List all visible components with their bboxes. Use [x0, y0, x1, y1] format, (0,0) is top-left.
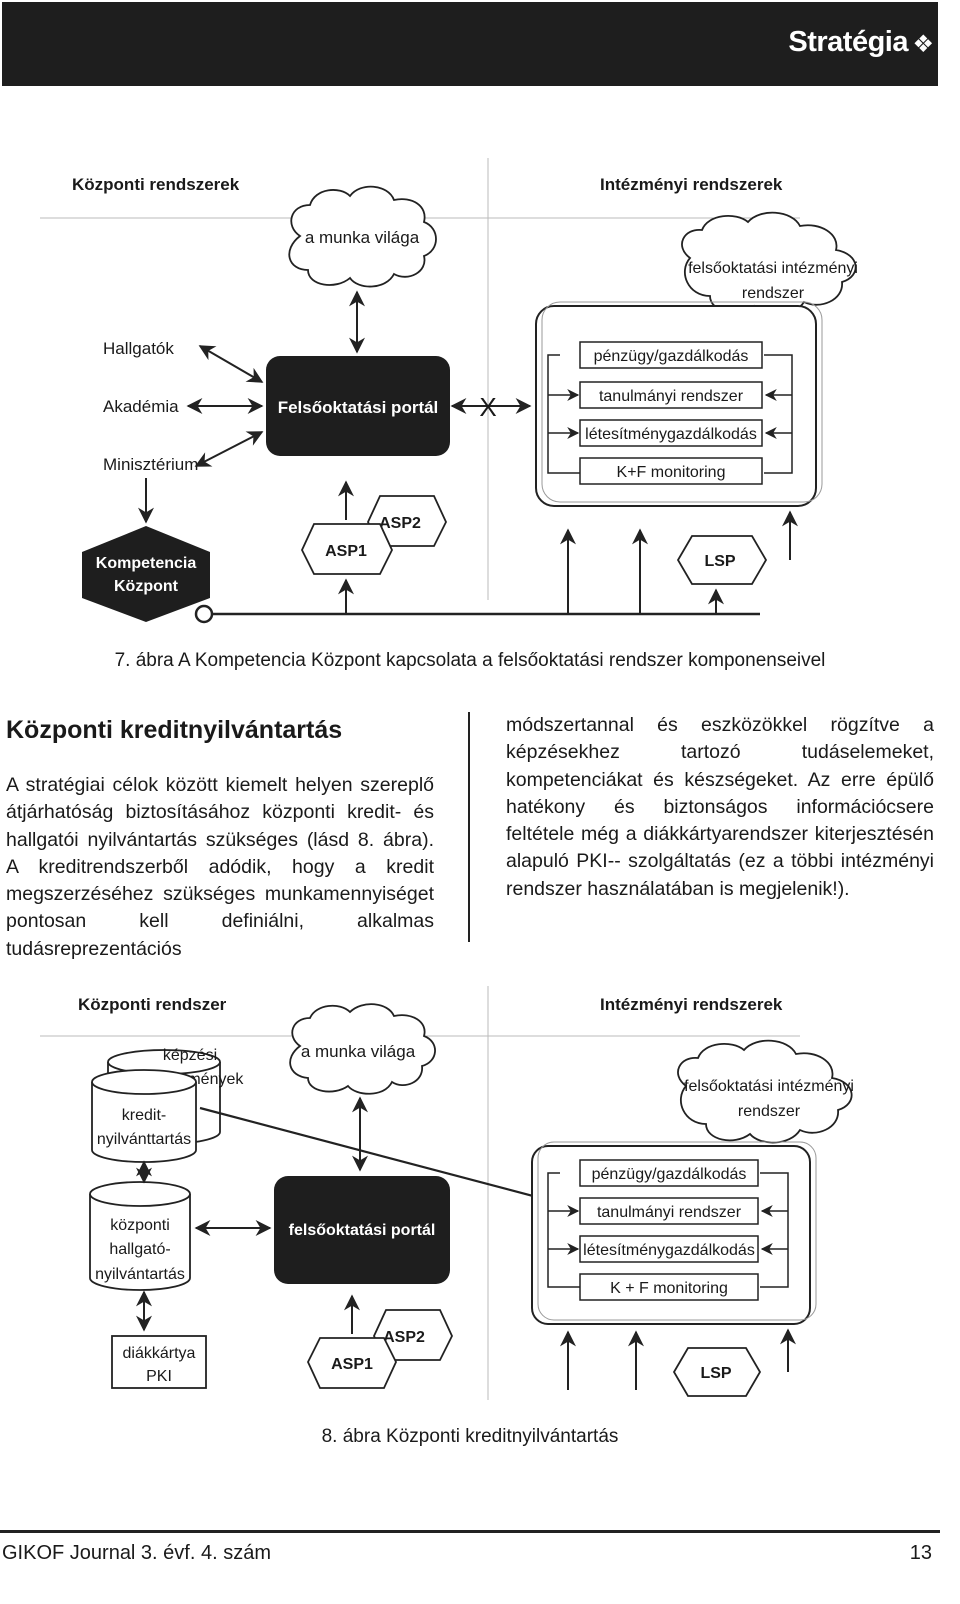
fig7-work-cloud-label: a munka világa	[305, 228, 420, 247]
credit-register-database: kredit- nyilvánttartás	[91, 1069, 197, 1163]
fig8-system-facilities: létesítménygazdálkodás	[583, 1242, 755, 1259]
fig8-system-study: tanulmányi rendszer	[597, 1204, 742, 1221]
db-student-line2: hallgató-	[109, 1241, 170, 1258]
page-header-bar	[2, 2, 938, 86]
fig8-asp1-hexagon	[307, 1337, 397, 1389]
competence-line1: Kompetencia	[96, 555, 197, 572]
label-students: Hallgatók	[103, 339, 174, 358]
student-register-database: központi hallgató- nyilvántartás	[89, 1181, 191, 1291]
fig7-asp1: ASP1	[325, 543, 367, 560]
fig7-inst-title: Intézményi rendszerek	[600, 175, 783, 194]
fig8-asp2: ASP2	[383, 1329, 425, 1346]
db-training-line1: képzési	[163, 1047, 217, 1064]
article-column-left: A stratégiai célok között kiemelt helyen…	[6, 774, 434, 960]
fig8-portal-label: felsőoktatási portál	[289, 1222, 436, 1239]
institution-cloud: felsőoktatási intézményi rendszer	[681, 211, 858, 316]
db-student-line3: nyilvántartás	[95, 1266, 185, 1283]
label-ministry: Minisztérium	[103, 455, 198, 474]
fig8-work-world-cloud: a munka világa	[289, 1003, 436, 1095]
db-credit-line2: nyilvánttartás	[97, 1131, 191, 1148]
competence-line2: Központ	[114, 578, 179, 595]
fig8-inst-title: Intézményi rendszerek	[600, 995, 783, 1014]
fig7-inst-cloud-line2: rendszer	[742, 285, 805, 302]
fig8-lsp: LSP	[700, 1365, 731, 1382]
footer-rule	[0, 1530, 940, 1533]
article-heading: Központi kreditnyilvántartás	[6, 716, 343, 744]
fig8-asp1: ASP1	[331, 1356, 373, 1373]
fig8-lsp-hexagon	[672, 1347, 762, 1397]
fig7-caption: 7. ábra A Kompetencia Központ kapcsolata…	[115, 650, 826, 671]
fig8-system-finance: pénzügy/gazdálkodás	[592, 1166, 747, 1183]
work-world-cloud: a munka világa	[288, 185, 437, 288]
fig7-portal-label: Felsőoktatási portál	[278, 398, 439, 417]
fig7-asp2: ASP2	[379, 515, 421, 532]
fig7-system-study: tanulmányi rendszer	[599, 388, 744, 405]
fig8-work-cloud-label: a munka világa	[301, 1042, 416, 1061]
fig7-central-title: Központi rendszerek	[72, 175, 240, 194]
fig8-central-title: Központi rendszer	[78, 995, 227, 1014]
fig7-system-rd: K+F monitoring	[617, 464, 726, 481]
fig8-portal-box	[274, 1176, 450, 1284]
fig8-asp2-hexagon	[373, 1309, 453, 1361]
db-student-line1: központi	[110, 1217, 170, 1234]
db-credit-line1: kredit-	[122, 1107, 166, 1124]
column-divider	[468, 712, 470, 942]
figure-8: Központi rendszer Intézményi rendszerek …	[40, 986, 854, 1447]
journal-name: GIKOF Journal 3. évf. 4. szám	[2, 1542, 271, 1564]
figure-7: Központi rendszerek Intézményi rendszere…	[40, 158, 858, 671]
diamond-ornament-icon: ❖	[912, 31, 934, 58]
asp1-hexagon	[301, 523, 393, 575]
article-column-right: módszertannal és eszközökkel rögzítve a …	[506, 714, 934, 900]
fig8-system-rd: K + F monitoring	[610, 1280, 728, 1297]
fig7-inst-cloud-line1: felsőoktatási intézményi	[688, 260, 858, 277]
lsp-hexagon	[676, 535, 768, 585]
fig8-inst-cloud-line1: felsőoktatási intézményi	[684, 1078, 854, 1095]
pki-line1: diákkártya	[123, 1345, 196, 1362]
fig8-system-list: pénzügy/gazdálkodás tanulmányi rendszer …	[547, 1159, 789, 1301]
fig7-system-list: pénzügy/gazdálkodás tanulmányi rendszer …	[547, 341, 793, 485]
higher-ed-portal-box	[266, 356, 450, 456]
pki-line2: PKI	[146, 1368, 172, 1385]
fig7-system-facilities: létesítménygazdálkodás	[585, 426, 757, 443]
competence-center-hexagon	[82, 526, 210, 622]
section-title: Stratégia	[788, 26, 908, 58]
fig8-institution-cloud: felsőoktatási intézményi rendszer	[677, 1039, 854, 1144]
student-card-pki-box	[111, 1335, 207, 1389]
label-academy: Akadémia	[103, 397, 179, 416]
fig7-lsp: LSP	[704, 553, 735, 570]
fig7-system-finance: pénzügy/gazdálkodás	[594, 348, 749, 365]
asp2-hexagon	[367, 495, 447, 547]
page-number: 13	[909, 1542, 932, 1564]
fig8-inst-cloud-line2: rendszer	[738, 1103, 801, 1120]
fig8-caption: 8. ábra Központi kreditnyilvántartás	[322, 1426, 619, 1447]
blocked-connection-icon: X	[479, 392, 496, 422]
